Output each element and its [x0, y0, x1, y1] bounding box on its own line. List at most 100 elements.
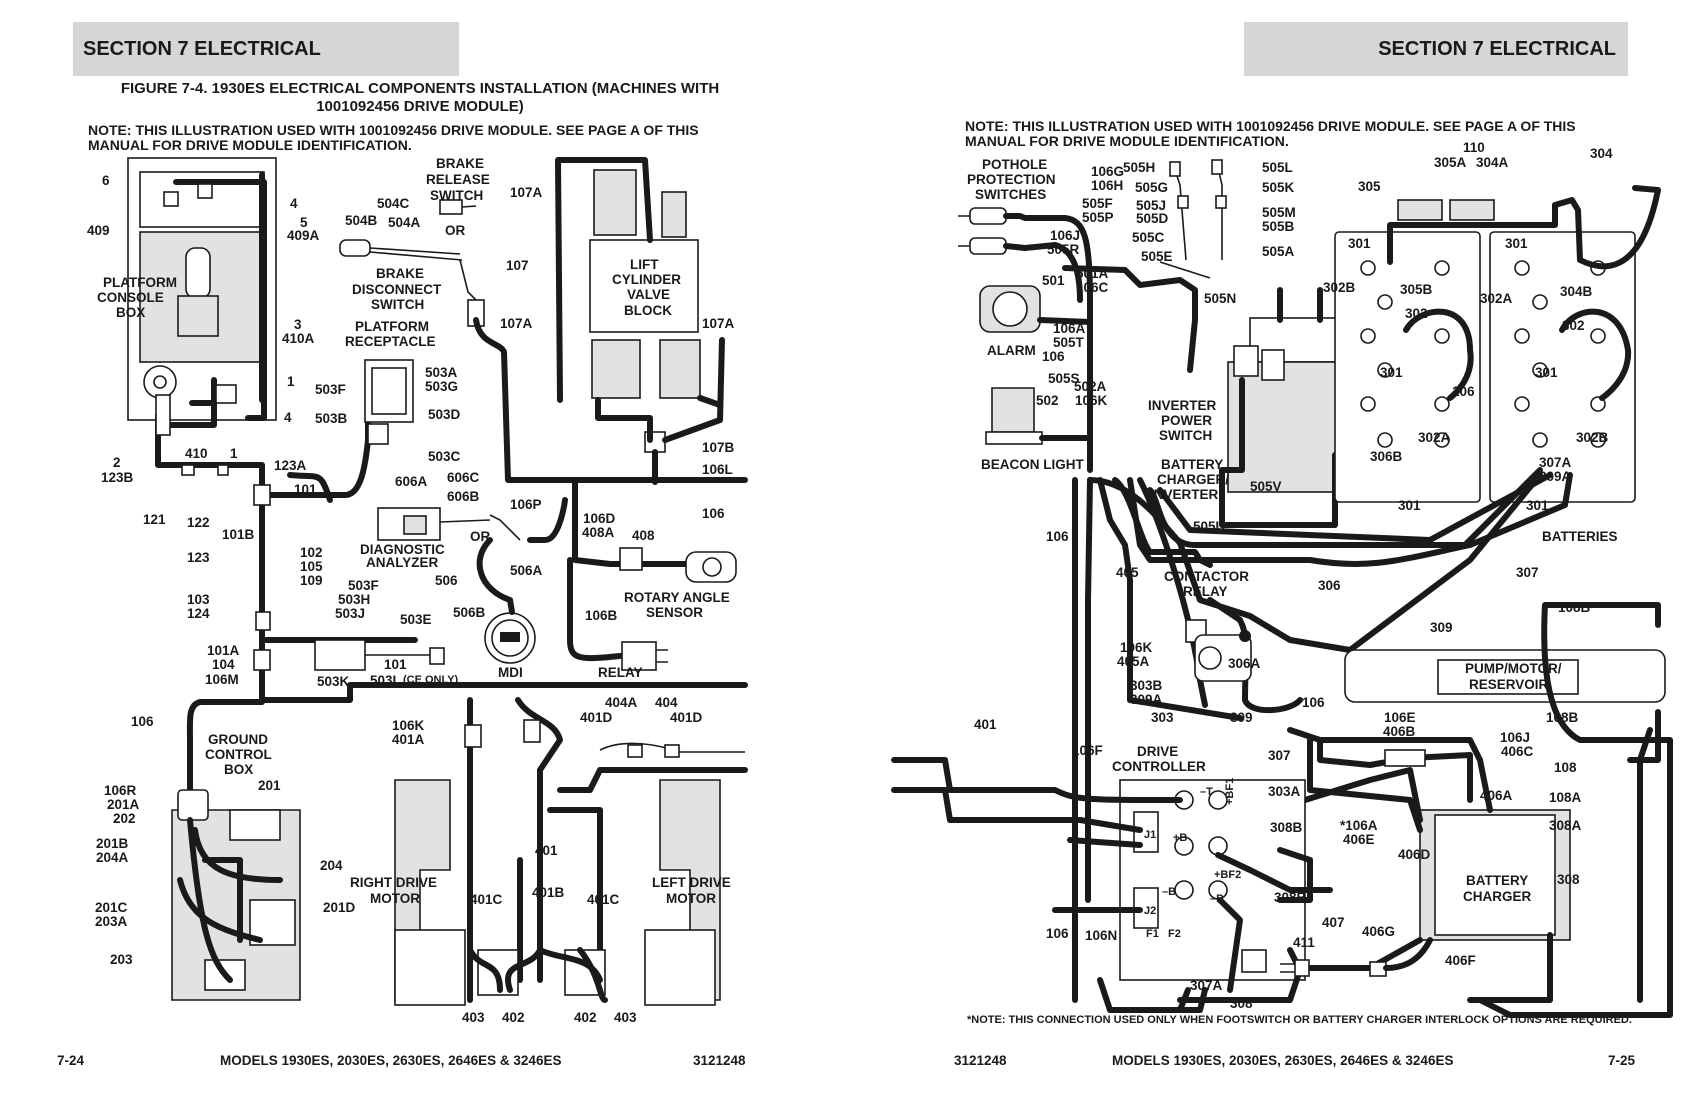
callout: 411	[1293, 935, 1315, 950]
callout: 410A	[282, 331, 315, 346]
callout: 406B	[1383, 724, 1416, 739]
callout: 505E	[1141, 249, 1173, 264]
label-diagnostic-analyzer-1: DIAGNOSTIC	[360, 542, 445, 557]
battery-charger	[1419, 809, 1571, 941]
callout: 506	[435, 573, 458, 588]
callout: 308B	[1270, 820, 1303, 835]
callout: 505U	[1193, 519, 1225, 534]
callout: 107A	[510, 185, 543, 200]
callout: 505F	[1082, 196, 1113, 211]
callout: 505H	[1123, 160, 1155, 175]
callout: 505D	[1136, 211, 1169, 226]
right-page: SECTION 7 ELECTRICAL NOTE: THIS ILLUSTRA…	[850, 0, 1700, 1100]
callout: 201	[258, 778, 281, 793]
models-line: MODELS 1930ES, 2030ES, 2630ES, 2646ES & …	[220, 1053, 562, 1068]
label-rotary-angle-sensor-1: ROTARY ANGLE	[624, 590, 730, 605]
callout: 307	[1268, 748, 1291, 763]
callout: 308A	[1549, 818, 1582, 833]
callout: 107	[506, 258, 529, 273]
callout-numbers: 6 4 5 409A 409 3 410A 1 4 410 1 2 123B 1…	[87, 173, 735, 1025]
lift-cylinder-valve-block	[589, 169, 701, 453]
callout: 402	[574, 1010, 597, 1025]
callout: 301	[1505, 236, 1528, 251]
callout: 505R	[1047, 242, 1080, 257]
callout: 404A	[605, 695, 638, 710]
callout: 106F	[1072, 743, 1103, 758]
callout: 505T	[1053, 335, 1085, 350]
callout: 301	[1535, 365, 1558, 380]
callout: 309	[1230, 710, 1253, 725]
callout: 106K	[1120, 640, 1153, 655]
callout: 108B	[1558, 600, 1591, 615]
callout: 106R	[104, 783, 137, 798]
label-inverter-power-switch-2: POWER	[1161, 413, 1212, 428]
callout: 108A	[1549, 790, 1582, 805]
callout: 505N	[1204, 291, 1236, 306]
label-or-1: OR	[445, 223, 466, 238]
doc-number: 3121248	[954, 1053, 1007, 1068]
callout: 106	[1042, 349, 1065, 364]
callout: 107A	[702, 316, 735, 331]
callout: 123	[187, 550, 210, 565]
callout: 123B	[101, 470, 134, 485]
callout: 101	[384, 657, 407, 672]
callout: 406C	[1501, 744, 1534, 759]
callout: 107B	[702, 440, 735, 455]
label-brake-release-3: SWITCH	[430, 188, 483, 203]
callout: 108B	[1546, 710, 1579, 725]
callout: 410	[185, 446, 208, 461]
callout: 6	[102, 173, 110, 188]
callout: 307A	[1539, 455, 1572, 470]
callout: 401D	[580, 710, 613, 725]
callout: 506A	[510, 563, 543, 578]
label-ground-control-box-3: BOX	[224, 762, 253, 777]
callout: 403	[462, 1010, 485, 1025]
callout: 503E	[400, 612, 432, 627]
callout: 106A	[1053, 321, 1086, 336]
callout: 3	[294, 317, 302, 332]
label-ground-control-box-1: GROUND	[208, 732, 268, 747]
callout: 106K	[1075, 393, 1108, 408]
callout: 309A	[1130, 692, 1163, 707]
callout: 123A	[274, 458, 307, 473]
label-battery-charger-1: BATTERY	[1466, 873, 1528, 888]
label-platform-console-box-1: PLATFORM	[103, 275, 177, 290]
callout: 301	[1348, 236, 1371, 251]
callout: 106C	[1076, 280, 1109, 295]
callout: 503F	[348, 578, 379, 593]
label-battery-charger-inverter-1: BATTERY	[1161, 457, 1223, 472]
callout: 503F	[315, 382, 346, 397]
callout: 505P	[1082, 210, 1114, 225]
callout: 406E	[1343, 832, 1375, 847]
callout: 309A	[1539, 469, 1572, 484]
callout: 204A	[96, 850, 129, 865]
callout: 304A	[1476, 155, 1509, 170]
callout: 304B	[1560, 284, 1593, 299]
platform-console-box	[127, 157, 277, 421]
beacon-light	[985, 387, 1043, 445]
component-labels: PLATFORM CONSOLE BOX BRAKE RELEASE SWITC…	[97, 156, 731, 906]
label-mdi: MDI	[498, 665, 523, 680]
callout: 302	[1405, 306, 1428, 321]
callout: 201A	[107, 797, 140, 812]
label-ground-control-box-2: CONTROL	[205, 747, 272, 762]
alarm	[979, 285, 1041, 333]
label-inverter-power-switch-1: INVERTER	[1148, 398, 1217, 413]
callout: 106J	[1500, 730, 1530, 745]
callout: 106E	[1384, 710, 1416, 725]
callout: 106M	[205, 672, 239, 687]
label-platform-receptacle-1: PLATFORM	[355, 319, 429, 334]
label-rotary-angle-sensor-2: SENSOR	[646, 605, 703, 620]
callout: 307	[1516, 565, 1539, 580]
callout: 1	[287, 374, 295, 389]
right-wiring-diagram: POTHOLE PROTECTION SWITCHES ALARM BEACON…	[891, 140, 1673, 1018]
terminal-j1: J1	[1144, 829, 1156, 841]
label-or-2: OR	[470, 529, 491, 544]
callout: 301	[1380, 365, 1403, 380]
callout: 406D	[1398, 847, 1431, 862]
label-drive-controller-2: CONTROLLER	[1112, 759, 1206, 774]
left-page: SECTION 7 ELECTRICAL FIGURE 7-4. 1930ES …	[57, 22, 748, 1068]
label-brake-release-2: RELEASE	[426, 172, 490, 187]
label-alarm: ALARM	[987, 343, 1036, 358]
callout: 501	[1042, 273, 1065, 288]
